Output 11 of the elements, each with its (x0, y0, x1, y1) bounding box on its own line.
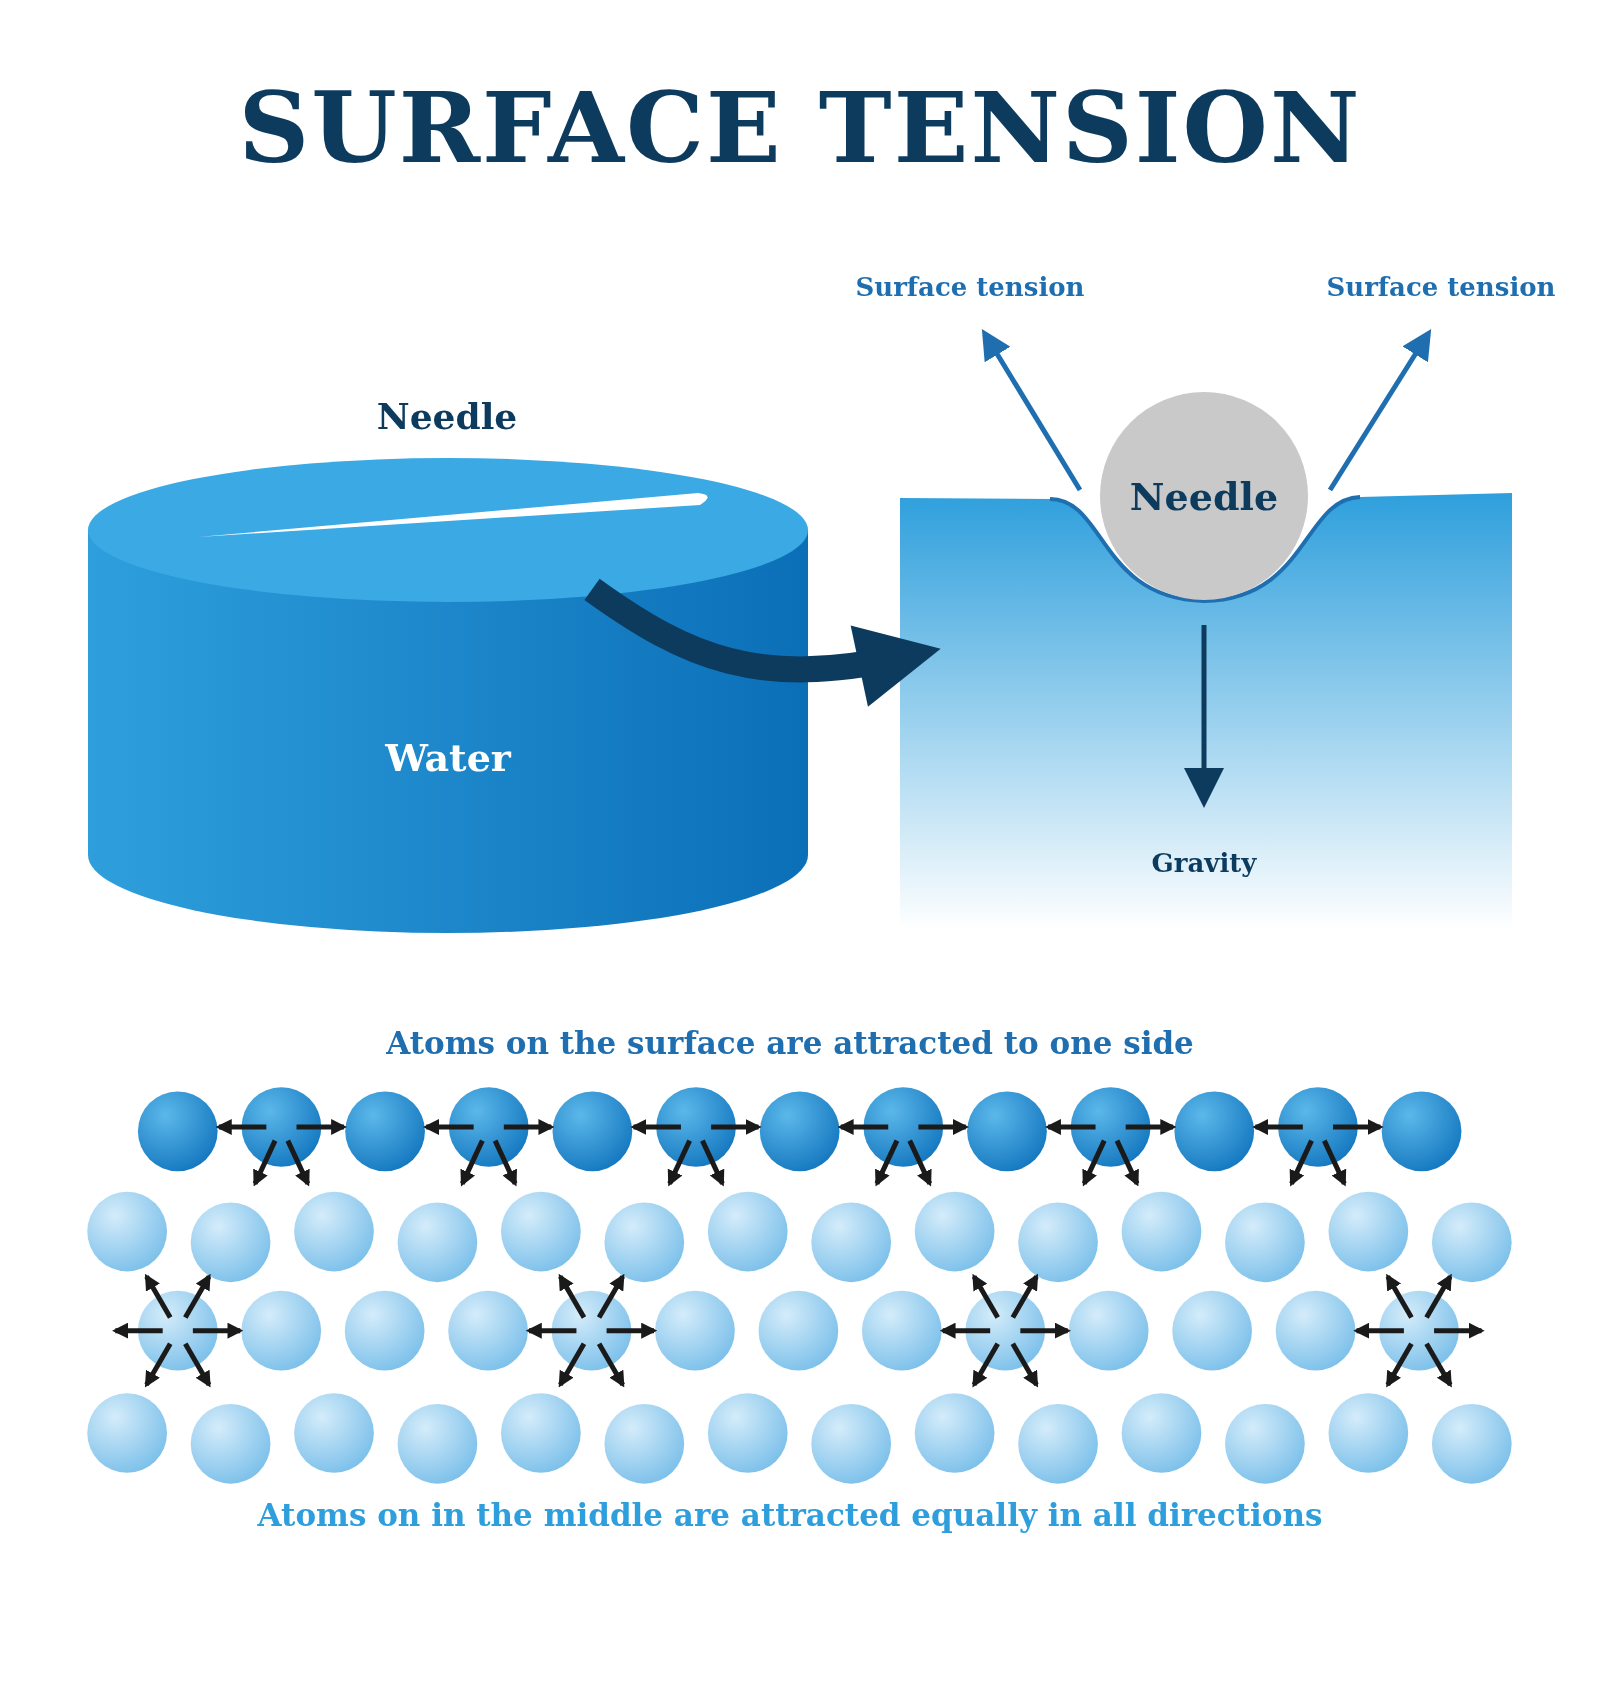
water-label: Water (385, 735, 511, 780)
curved-arrow (584, 578, 941, 706)
caption-text: Atoms on in the middle are attracted equally in all directions (257, 1497, 1323, 1533)
needle-label: Needle (376, 395, 518, 437)
force-label: Surface tension (1326, 272, 1556, 302)
water-cylinder (88, 455, 808, 935)
title: SURFACE TENSION (238, 70, 1362, 185)
force-label: Surface tension (855, 272, 1085, 302)
caption-text: Atoms on the surface are attracted to one side (386, 1025, 1194, 1061)
force-label: Gravity (1151, 848, 1257, 878)
needle-label: Needle (1129, 473, 1279, 519)
